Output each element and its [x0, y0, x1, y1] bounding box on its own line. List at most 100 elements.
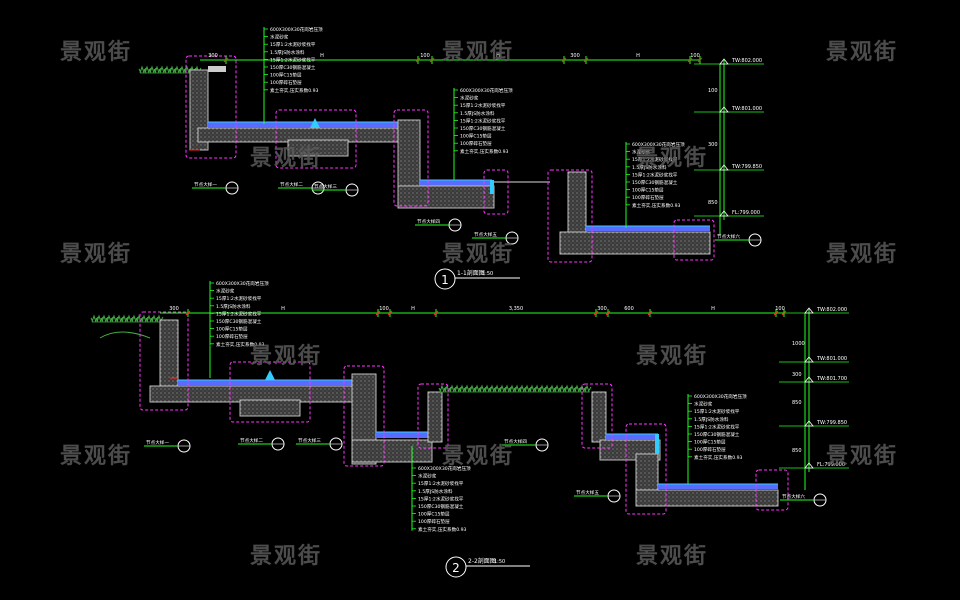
watermark-11: 景观街: [60, 444, 133, 469]
section2-base-2: [351, 439, 433, 463]
section2-dims-slash: [375, 310, 381, 316]
section1-dims-label: 300: [208, 53, 218, 59]
section2-pool-4: [658, 484, 778, 489]
section1-callout-6-text: 节点大样六: [717, 233, 740, 240]
section2-sump: [239, 399, 301, 417]
section1-base-2: [397, 185, 495, 209]
section1-notes-a-note: 15厚1:2水泥砂浆找平: [270, 56, 316, 63]
section2-notes-c-note: 15厚1:2水泥砂浆找平: [694, 423, 740, 430]
section2-notes-c-note: 150厚C30钢筋混凝土: [694, 431, 740, 438]
section1-notes-a-note: 水泥砂浆: [270, 34, 289, 41]
section2-dims-label: H: [281, 306, 285, 312]
section1-dims-slash: [561, 57, 567, 63]
section2-dims-slash: [773, 310, 779, 316]
section1-callout-5-text: 节点大样五: [474, 231, 497, 238]
section1-notes-b-note: 600X300X30花岗岩压顶: [460, 87, 513, 94]
section1-notes-a-note: 600X300X30花岗岩压顶: [270, 26, 323, 33]
section2-notes-c-note: 素土夯实,压实系数0.93: [694, 454, 743, 461]
section2-notes-a-note: 600X300X30花岗岩压顶: [216, 280, 269, 287]
section1-dims-slash: [429, 57, 435, 63]
section2-notes-b-note: 600X300X30花岗岩压顶: [418, 465, 471, 472]
section1-notes-b-note: 1.5厚JS防水涂料: [460, 110, 495, 117]
section2-callout-4-text: 节点大样四: [504, 438, 527, 445]
section2-elev-text: TW:801.700: [816, 376, 847, 382]
section1-notes-b-note: 素土夯实,压实系数0.93: [460, 148, 509, 155]
section1-elev-marker: [719, 210, 729, 217]
section1-dims-label: 100: [690, 53, 700, 59]
watermark-9: 景观街: [250, 344, 323, 369]
section2-dims-slash: [647, 310, 653, 316]
section1-elev-marker: [719, 164, 729, 171]
section1-dims-label: H: [320, 53, 324, 59]
section2-callout-1-text: 节点大样一: [146, 439, 169, 446]
section2-elev-marker: [804, 462, 814, 469]
section2-elev-text: TW:801.000: [816, 356, 847, 362]
section1-base-3: [559, 231, 711, 255]
section1-dims-slash: [223, 57, 229, 63]
section2-notes-c-note: 水泥砂浆: [694, 401, 713, 408]
section2-elev-text: FL:799.000: [817, 462, 845, 468]
section1-notes-c-note: 1.5厚JS防水涂料: [632, 164, 667, 171]
section2-notes-c-note: 15厚1:2水泥砂浆找平: [694, 408, 740, 415]
section2-dim-right: 1000: [792, 341, 805, 347]
detail-box-3: [393, 109, 429, 207]
section2-title: 2-2剖面图: [468, 557, 496, 565]
section1-notes-b-note: 100厚碎石垫层: [460, 140, 492, 147]
section2-elev-text: TW:802.000: [816, 307, 847, 313]
section2-notes-a-note: 1.5厚JS防水涂料: [216, 303, 251, 310]
section1-dims-label: 300: [570, 53, 580, 59]
section1-elev-text: TW:802.000: [731, 58, 762, 64]
section1-elev-marker: [719, 106, 729, 113]
section2-wall-left: [159, 319, 179, 391]
section2-dims-label: 300: [169, 306, 179, 312]
section2-notes-b-note: 100厚碎石垫层: [418, 518, 450, 525]
section1-dims-slash: [687, 57, 693, 63]
section2-elev-marker: [804, 376, 814, 383]
watermark-13: 景观街: [826, 444, 899, 469]
section2-notes-a-note: 150厚C30钢筋混凝土: [216, 318, 262, 325]
watermark-6: 景观街: [60, 242, 133, 267]
watermark-10: 景观街: [636, 344, 709, 369]
watermark-8: 景观街: [826, 242, 899, 267]
section1-callout-2-text: 节点大样二: [280, 181, 303, 188]
watermark-1: 景观街: [60, 40, 133, 65]
section1-fountain-jet: [310, 118, 320, 128]
section2-base-4: [635, 489, 779, 507]
section2-pool-1: [178, 380, 368, 386]
section1-pool-2: [420, 180, 492, 186]
section1-dim-right: 100: [708, 88, 718, 94]
section1-dims-slash: [583, 57, 589, 63]
detail-box-10: [417, 383, 449, 449]
section1-wall-right: [567, 171, 587, 235]
section2-dims-slash: [593, 310, 599, 316]
section2-callout-5-text: 节点大样五: [576, 489, 599, 496]
section1-number: 1: [441, 273, 449, 287]
section1-notes-a-note: 100厚C15垫层: [270, 72, 302, 79]
section2-dims-label: H: [411, 306, 415, 312]
section1-notes-b-note: 150厚C30钢筋混凝土: [460, 125, 506, 132]
detail-box-4: [483, 169, 509, 215]
section1-notes-a-note: 150厚C30钢筋混凝土: [270, 64, 316, 71]
section2-notes-b-note: 15厚1:2水泥砂浆找平: [418, 495, 464, 502]
section2-scale: 1:50: [494, 559, 505, 565]
section2-notes-a-note: 水泥砂浆: [216, 288, 235, 295]
section1-notes-c-note: 水泥砂浆: [632, 149, 651, 156]
watermark-4: 景观街: [250, 146, 323, 171]
detail-box-9: [343, 365, 385, 467]
section1-notes-c-note: 素土夯实,压实系数0.93: [632, 202, 681, 209]
section1-notes-a-note: 1.5厚JS防水涂料: [270, 49, 305, 56]
section1-notes-a-note: 素土夯实,压实系数0.93: [270, 87, 319, 94]
section2-notes-c-note: 100厚C15垫层: [694, 439, 726, 446]
section2-notes-b-note: 100厚C15垫层: [418, 511, 450, 518]
section2-planter-wall-r: [591, 391, 607, 443]
section1-weir: [490, 180, 494, 194]
section1-sump: [287, 139, 349, 157]
section2-notes-b-note: 150厚C30钢筋混凝土: [418, 503, 464, 510]
section1-pool-3: [586, 226, 710, 231]
detail-box-5: [547, 169, 593, 263]
section2-dims-label: H: [711, 306, 715, 312]
section2-notes-a-note: 15厚1:2水泥砂浆找平: [216, 310, 262, 317]
section2-dims-slash: [605, 310, 611, 316]
section2-dims-label: 300: [597, 306, 607, 312]
